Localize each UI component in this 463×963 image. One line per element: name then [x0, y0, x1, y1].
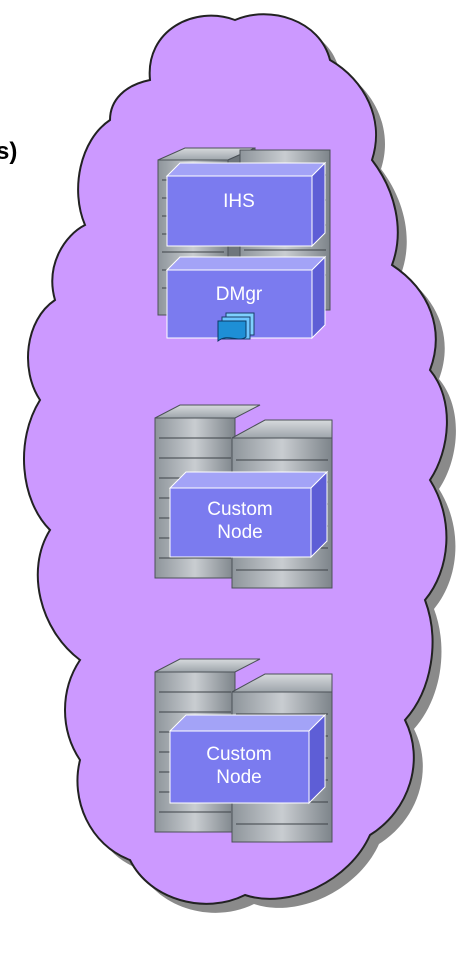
dmgr-label: DMgr	[216, 284, 263, 305]
dmgr-component: DMgr	[165, 255, 327, 343]
document-stack-icon	[217, 312, 255, 343]
custom-node-2-label-line2: Node	[216, 767, 261, 788]
cut-off-label: s)	[0, 138, 17, 165]
ihs-component: IHS	[165, 161, 327, 248]
custom-node-2-label-line1: Custom	[206, 744, 271, 765]
custom-node-1-label-line1: Custom	[207, 499, 272, 520]
custom-node-2-component: Custom Node	[168, 713, 327, 805]
custom-node-1-label-line2: Node	[217, 522, 262, 543]
ihs-label: IHS	[223, 191, 255, 212]
custom-node-1-component: Custom Node	[168, 470, 329, 559]
